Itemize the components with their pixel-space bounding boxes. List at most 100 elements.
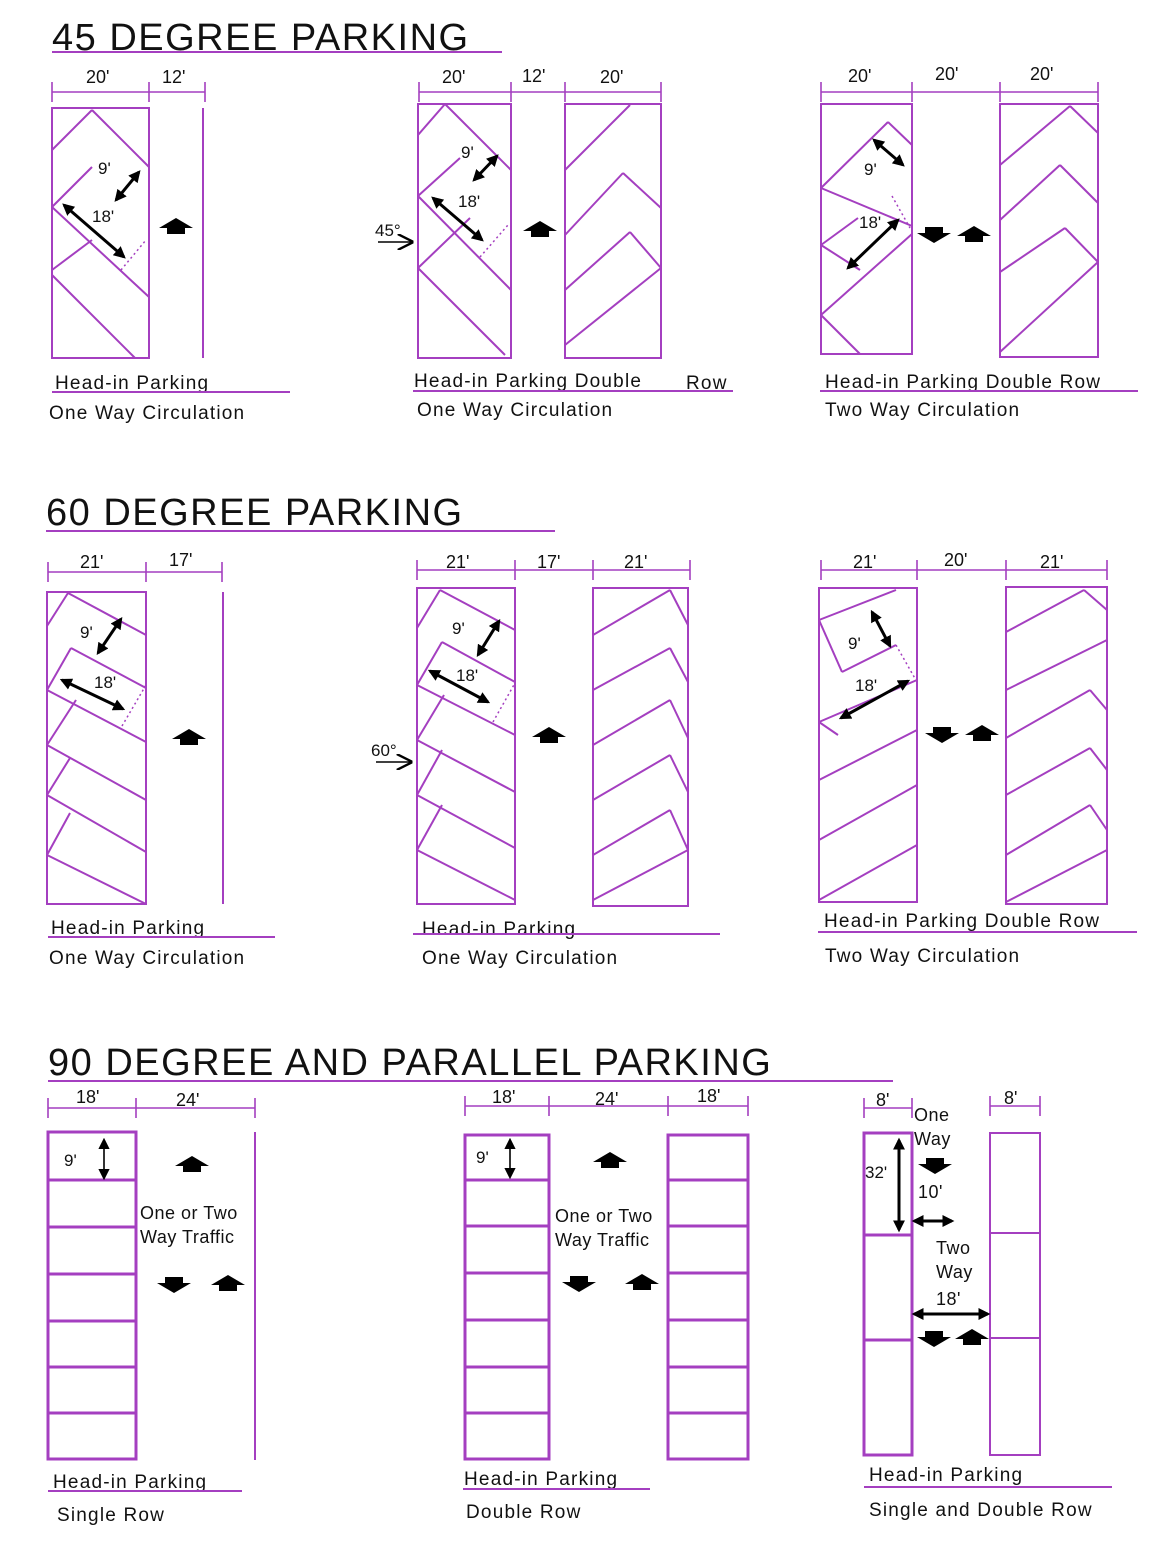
parking-row-left — [862, 1131, 914, 1457]
parking-row — [46, 1130, 138, 1461]
dim-label: 8' — [1004, 1088, 1017, 1108]
dim-label: 8' — [876, 1090, 889, 1110]
caption-subtitle: Double Row — [466, 1502, 582, 1523]
aisle-note: One — [914, 1105, 950, 1125]
parking-row-right — [592, 587, 689, 907]
traffic-arrow-up — [175, 1156, 209, 1172]
caption-subtitle: One Way Circulation — [417, 400, 613, 421]
parking-row-left — [463, 1133, 551, 1461]
stall-depth-guide — [479, 224, 509, 258]
panel-parallel: 8' 8' 32' One Way 10' Two Way 18' Head-i… — [862, 1088, 1112, 1521]
stall-width-arrow — [872, 138, 905, 167]
stall-lines — [820, 121, 913, 355]
angle-label: 45° — [375, 221, 401, 240]
dimension-line — [418, 82, 662, 102]
stall-lines — [465, 1178, 549, 1415]
traffic-note: One or Two — [555, 1206, 653, 1226]
caption-title: Head-in Parking Double — [414, 371, 642, 392]
stall-lines — [668, 1178, 748, 1415]
stall-depth-guide — [120, 239, 147, 271]
dim-label: 21' — [80, 552, 103, 572]
stall-lines — [592, 589, 689, 901]
aisle-note: Way — [914, 1129, 951, 1149]
stall-lines — [417, 103, 512, 356]
section-60-degree: 60 DEGREE PARKING 21' 17' — [46, 492, 1137, 969]
panel-45-double-two-way: 20' 20' 20' 9' 18' — [820, 64, 1138, 421]
dim-label: 21' — [624, 552, 647, 572]
caption-subtitle: Two Way Circulation — [825, 946, 1020, 967]
dim-label: 21' — [446, 552, 469, 572]
stall-depth-guide — [891, 195, 911, 229]
traffic-arrow-up — [955, 1329, 989, 1345]
stall-width-label: 9' — [452, 619, 465, 638]
section-90-parallel: 90 DEGREE AND PARALLEL PARKING 18' 24' — [46, 1042, 1112, 1526]
stall-length-arrow — [427, 669, 491, 704]
caption-subtitle: One Way Circulation — [49, 403, 245, 424]
stall-length-arrow — [59, 678, 126, 711]
traffic-note: Way Traffic — [555, 1230, 650, 1250]
panel-90-double-row: 18' 24' 18' 9' One or Two Way Traffic — [463, 1086, 750, 1523]
traffic-arrow-down — [917, 1331, 951, 1347]
stall-length-arrow — [62, 203, 126, 259]
stall-width-arrow — [476, 618, 501, 658]
dimension-line — [464, 1096, 749, 1116]
parking-row-left — [416, 587, 516, 905]
traffic-arrow-up — [965, 725, 999, 741]
stall-length-label: 32' — [865, 1163, 887, 1182]
dim-label: 18' — [76, 1087, 99, 1107]
dim-label: 20' — [600, 67, 623, 87]
caption-subtitle: Single and Double Row — [869, 1500, 1093, 1521]
dimension-line — [820, 82, 1099, 102]
caption-title: Head-in Parking — [55, 373, 209, 394]
stall-length-arrow — [838, 679, 911, 720]
traffic-arrow-up — [957, 226, 991, 242]
caption-subtitle: Single Row — [57, 1505, 165, 1526]
parking-row-left — [820, 103, 913, 355]
caption-title: Head-in Parking — [869, 1465, 1023, 1486]
traffic-note: One or Two — [140, 1203, 238, 1223]
stall-width-label: 9' — [864, 160, 877, 179]
parking-row-right — [666, 1133, 750, 1461]
traffic-arrow-down — [562, 1276, 596, 1292]
stall-depth-guide — [492, 682, 516, 723]
section-title-90: 90 DEGREE AND PARALLEL PARKING — [48, 1042, 772, 1084]
dim-label: 24' — [595, 1089, 618, 1109]
stall-width-label: 9' — [80, 623, 93, 642]
dim-label: 20' — [442, 67, 465, 87]
caption-title: Head-in Parking — [464, 1469, 618, 1490]
dim-label: 21' — [1040, 552, 1063, 572]
stall-length-label: 18' — [458, 192, 480, 211]
caption-subtitle: One Way Circulation — [422, 948, 618, 969]
stall-length-label: 18' — [855, 676, 877, 695]
caption-title: Head-in Parking — [422, 919, 576, 940]
dimension-line — [820, 560, 1108, 580]
stall-width-label: 9' — [848, 634, 861, 653]
dim-label: 21' — [853, 552, 876, 572]
stall-width-label: 9' — [64, 1151, 77, 1170]
traffic-note: Way Traffic — [140, 1227, 235, 1247]
stall-length-label: 18' — [94, 673, 116, 692]
parking-row-right — [564, 103, 662, 359]
stall-lines — [818, 589, 918, 901]
traffic-arrow-up — [159, 218, 193, 234]
caption-subtitle: One Way Circulation — [49, 948, 245, 969]
dim-label: 17' — [537, 552, 560, 572]
dimension-line — [863, 1096, 1041, 1118]
panel-45-single-one-way: 20' 12' 9' 18' Head-in Parking One Way C… — [49, 67, 290, 424]
dim-label: 20' — [1030, 64, 1053, 84]
dimension-line — [47, 562, 223, 582]
dim-label: 20' — [935, 64, 958, 84]
panel-90-single-row: 18' 24' 9' One or Two Way Traffic Head-i… — [46, 1087, 256, 1526]
dimension-line — [51, 82, 206, 102]
traffic-arrow-up — [211, 1275, 245, 1291]
stall-lines — [51, 109, 150, 359]
dimension-line — [47, 1098, 256, 1118]
aisle-width-label: 10' — [918, 1182, 943, 1202]
dimension-line — [416, 560, 691, 580]
traffic-arrow-up — [523, 221, 557, 237]
parking-row — [46, 591, 147, 905]
stall-lines — [564, 104, 662, 346]
caption-title: Head-in Parking — [53, 1472, 207, 1493]
traffic-arrow-up — [593, 1152, 627, 1168]
